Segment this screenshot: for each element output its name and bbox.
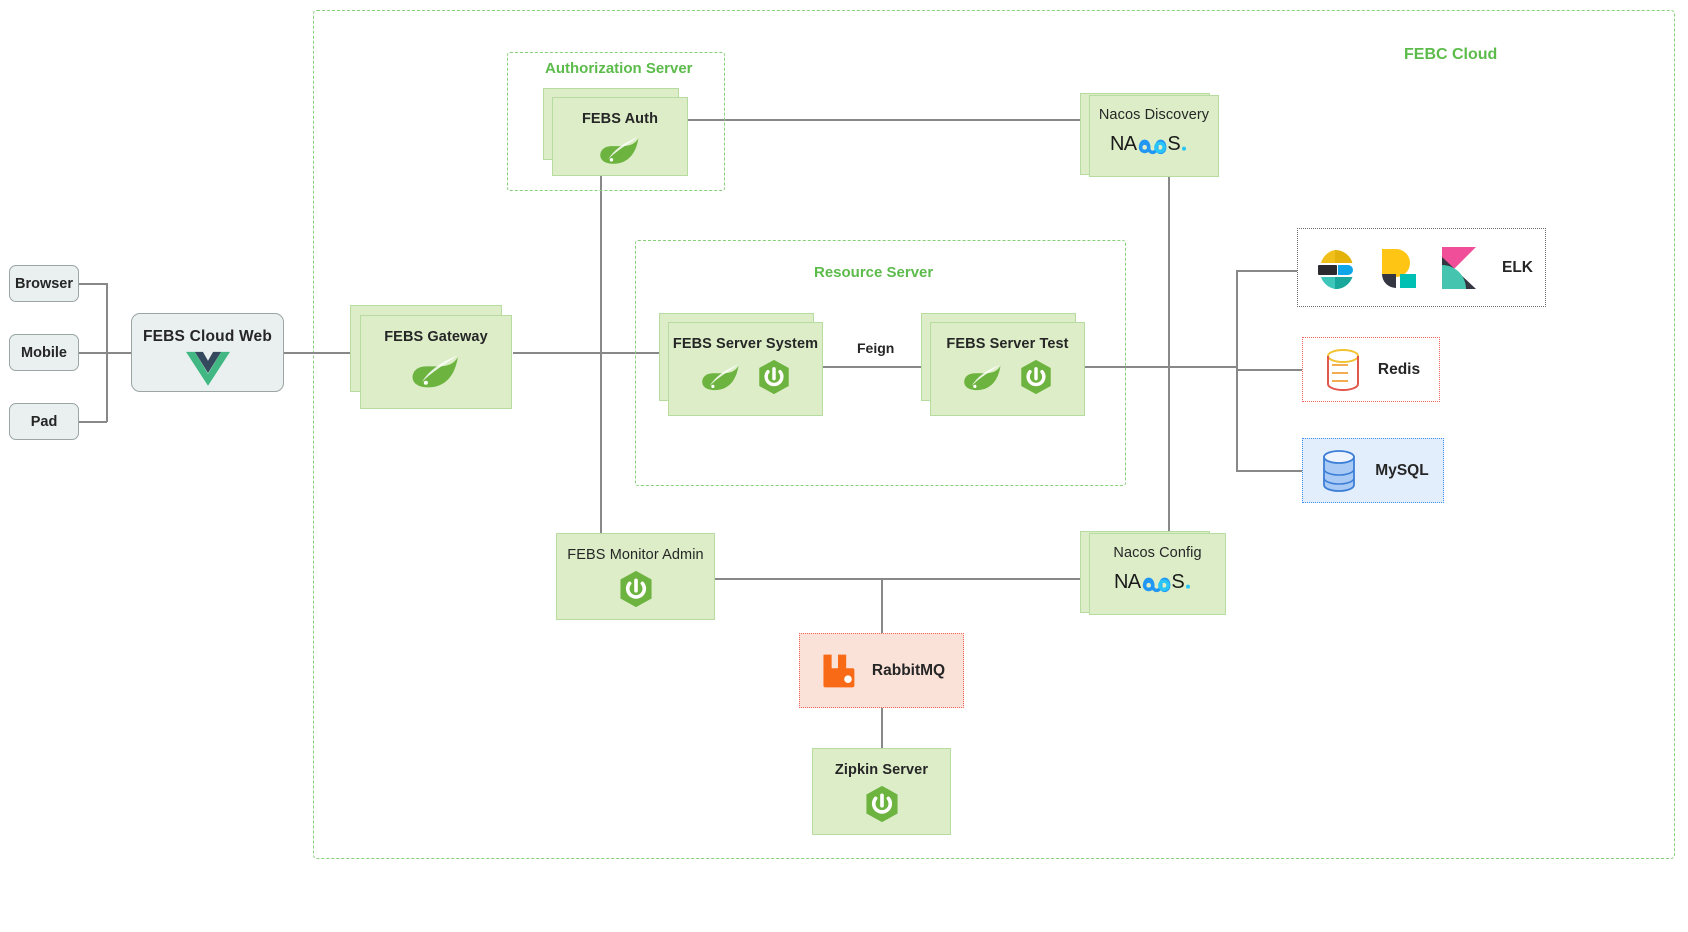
edge-nacos-discovery-config [1168,175,1170,532]
external-elk[interactable]: ELK [1297,228,1546,307]
edge-feign [820,366,925,368]
vue-icon [185,350,230,386]
actuator-icon [618,570,654,608]
node-zipkin-server[interactable]: Zipkin Server [812,748,951,835]
nacos-logo: NA S [1110,131,1198,157]
spring-boot-icon [411,352,461,390]
node-febs-server-test-label: FEBS Server Test [946,336,1069,352]
node-febs-auth-label: FEBS Auth [581,111,659,127]
node-nacos-config[interactable]: Nacos Config NA S [1089,533,1226,615]
logstash-icon [1374,243,1422,293]
group-resource-server-label: Resource Server [814,264,934,281]
svg-text:S: S [1171,571,1184,593]
edge-gateway-system [513,352,660,354]
edge-label-feign: Feign [852,340,900,356]
node-zipkin-server-label: Zipkin Server [834,762,929,778]
client-pad[interactable]: Pad [9,403,79,440]
actuator-icon [1019,359,1053,395]
external-rabbitmq-label: RabbitMQ [871,661,946,679]
external-redis-label: Redis [1377,360,1421,378]
svg-text:NA: NA [1114,571,1142,593]
edge-bus-mysql [1236,470,1302,472]
node-febs-server-system-label: FEBS Server System [672,336,819,352]
client-mobile[interactable]: Mobile [9,334,79,371]
edge-gateway-riser [600,119,602,540]
edge-bus-redis [1236,369,1302,371]
client-mobile-label: Mobile [21,344,67,361]
node-febs-monitor-admin-label: FEBS Monitor Admin [567,547,704,563]
client-browser-label: Browser [14,275,74,292]
edge-browser-bus [79,283,107,285]
node-febs-cloud-web[interactable]: FEBS Cloud Web [131,313,284,392]
elasticsearch-icon [1310,243,1360,293]
edge-test-right-bus [1085,366,1237,368]
node-nacos-config-label: Nacos Config [1113,545,1202,561]
node-febs-server-test[interactable]: FEBS Server Test [930,322,1085,416]
redis-cylinder-icon [1322,347,1364,393]
kibana-icon [1436,243,1482,293]
febc-cloud-label: FEBC Cloud [1404,46,1498,63]
spring-boot-icon [963,362,1003,392]
edge-rabbitmq-zipkin [881,708,883,748]
node-febs-server-system[interactable]: FEBS Server System [668,322,823,416]
node-nacos-discovery-label: Nacos Discovery [1098,107,1210,123]
node-febs-monitor-admin[interactable]: FEBS Monitor Admin [556,533,715,620]
actuator-icon [864,785,900,823]
spring-boot-icon [701,362,741,392]
svg-text:NA: NA [1110,133,1138,155]
svg-text:S: S [1167,133,1180,155]
node-febs-cloud-web-label: FEBS Cloud Web [142,328,273,345]
node-febs-gateway-label: FEBS Gateway [384,329,488,345]
febc-cloud-boundary [313,10,1675,859]
edge-pad-bus [79,421,107,423]
edge-monitor-nacosconfig [715,578,1081,580]
edge-auth-nacos-discovery [600,119,1080,121]
external-rabbitmq[interactable]: RabbitMQ [799,633,964,708]
client-pad-label: Pad [30,413,58,430]
external-redis[interactable]: Redis [1302,337,1440,402]
edge-client-bus-vertical [106,283,108,422]
edge-bus-elk [1236,270,1298,272]
group-resource-server [635,240,1126,486]
client-browser[interactable]: Browser [9,265,79,302]
external-mysql[interactable]: MySQL [1302,438,1444,503]
node-febs-gateway[interactable]: FEBS Gateway [360,315,512,409]
external-mysql-label: MySQL [1375,461,1429,479]
external-elk-label: ELK [1502,258,1533,276]
node-nacos-discovery[interactable]: Nacos Discovery NA S [1089,95,1219,177]
node-febs-auth[interactable]: FEBS Auth [552,97,688,176]
nacos-logo: NA S [1114,569,1202,595]
spring-boot-icon [599,134,641,166]
edge-web-gateway [284,352,350,354]
group-authorization-server [507,52,725,191]
edge-rabbitmq-riser [881,578,883,633]
actuator-icon [757,359,791,395]
mysql-cylinder-icon [1317,447,1361,495]
rabbitmq-icon [818,651,858,691]
group-authorization-server-label: Authorization Server [545,60,693,77]
